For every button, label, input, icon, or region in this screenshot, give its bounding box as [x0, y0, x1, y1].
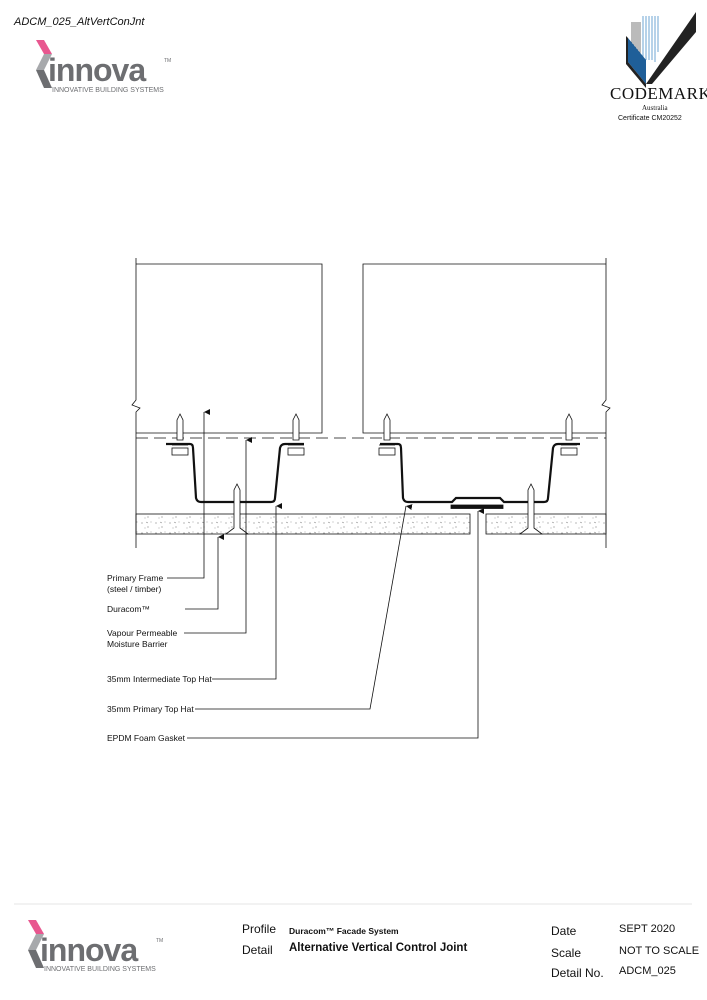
codemark-emblem-icon — [626, 12, 696, 88]
screw-3 — [378, 413, 396, 456]
screw-2 — [287, 413, 305, 456]
detail-no-label: Detail No. — [551, 966, 604, 980]
leader-duracom — [185, 534, 224, 610]
screw-1 — [171, 413, 189, 456]
codemark-certificate: Certificate CM20252 — [618, 115, 682, 122]
detail-no-value: ADCM_025 — [619, 965, 676, 977]
scale-value: NOT TO SCALE — [619, 945, 700, 957]
innova-chevron-icon — [28, 920, 44, 968]
innova-chevron-icon — [36, 40, 52, 88]
duracom-panel-left — [135, 513, 471, 535]
left-panel — [136, 263, 323, 434]
date-value: SEPT 2020 — [619, 923, 676, 935]
date-label: Date — [551, 924, 577, 938]
leader-primary-top-hat — [195, 504, 413, 710]
label-primary-frame: Primary Frame(steel / timber) — [107, 573, 164, 594]
label-gasket: EPDM Foam Gasket — [107, 733, 185, 743]
profile-label: Profile — [242, 922, 277, 936]
duracom-panel-right — [485, 513, 607, 535]
leader-vapour-barrier — [184, 437, 252, 634]
label-duracom: Duracom™ — [107, 604, 150, 614]
right-frame-line — [601, 258, 611, 548]
label-intermediate-top-hat: 35mm Intermediate Top Hat — [107, 674, 212, 684]
right-panel — [362, 263, 606, 434]
trademark: TM — [156, 938, 164, 944]
codemark-country: Australia — [642, 104, 668, 112]
leader-primary-frame — [167, 409, 210, 579]
trademark: TM — [164, 58, 172, 64]
profile-value: Duracom™ Facade System — [289, 926, 399, 936]
screw-5 — [224, 483, 250, 535]
primary-top-hat — [380, 442, 580, 504]
document-id: ADCM_025_AltVertConJnt — [14, 16, 145, 28]
scale-label: Scale — [551, 946, 582, 960]
screw-6 — [518, 483, 544, 535]
codemark-logo: CODEMARK Australia Certificate CM20252 — [606, 12, 707, 132]
codemark-name: CODEMARK — [610, 84, 707, 103]
detail-value: Alternative Vertical Control Joint — [289, 942, 468, 954]
screw-4 — [560, 413, 578, 456]
brand-tagline: INNOVATIVE BUILDING SYSTEMS — [52, 87, 164, 94]
brand-tagline: INNOVATIVE BUILDING SYSTEMS — [44, 966, 156, 973]
detail-label: Detail — [242, 943, 273, 957]
label-primary-top-hat: 35mm Primary Top Hat — [107, 704, 194, 714]
epdm-gasket — [450, 504, 504, 509]
brand-name: innova — [40, 932, 138, 968]
brand-name: innova — [48, 52, 146, 88]
left-frame-line — [131, 258, 141, 548]
leader-gasket — [187, 508, 484, 739]
leader-intermediate-top-hat — [212, 503, 282, 680]
